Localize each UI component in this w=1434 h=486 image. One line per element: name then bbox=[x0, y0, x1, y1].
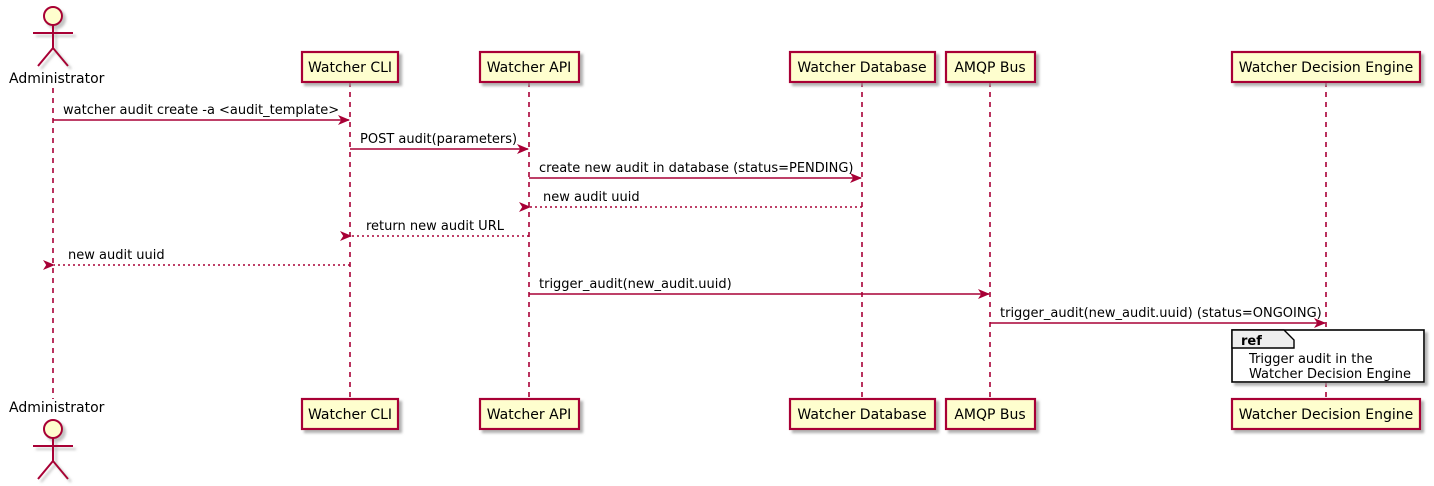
ref-fragment-body-line-1: Trigger audit in the bbox=[1248, 352, 1373, 367]
actor-label-administrator-bottom: Administrator bbox=[9, 400, 105, 416]
message-new-audit-uuid-admin[interactable]: new audit uuid bbox=[43, 248, 350, 270]
message-label-new-audit-uuid-admin: new audit uuid bbox=[68, 248, 165, 263]
ref-fragment-body-line-2: Watcher Decision Engine bbox=[1249, 367, 1411, 382]
message-return-new-audit-url[interactable]: return new audit URL bbox=[340, 219, 529, 241]
ref-fragment-trigger-audit[interactable]: ref Trigger audit in the Watcher Decisio… bbox=[1231, 329, 1425, 383]
participant-box-watcher-api-bottom[interactable]: Watcher API bbox=[478, 397, 581, 431]
participant-box-watcher-cli-bottom[interactable]: Watcher CLI bbox=[300, 397, 400, 431]
participant-rect-watcher-database-bottom bbox=[788, 397, 937, 431]
actor-stick-figure-icon-bottom bbox=[33, 419, 73, 480]
message-label-post-audit: POST audit(parameters) bbox=[360, 132, 517, 147]
message-label-trigger-audit-ongoing: trigger_audit(new_audit.uuid) (status=ON… bbox=[1000, 306, 1322, 321]
actor-administrator-bottom[interactable]: Administrator bbox=[9, 400, 105, 480]
participant-label-watcher-database-bottom: Watcher Database bbox=[797, 407, 926, 423]
participant-rect-watcher-database-top bbox=[788, 50, 937, 84]
message-post-audit[interactable]: POST audit(parameters) bbox=[350, 132, 529, 154]
participant-label-watcher-database-top: Watcher Database bbox=[797, 60, 926, 76]
participant-label-amqp-bus-top: AMQP Bus bbox=[954, 60, 1025, 76]
participant-rect-watcher-cli-bottom bbox=[300, 397, 400, 431]
participant-rect-amqp-bus-bottom bbox=[944, 397, 1037, 431]
messages-group: watcher audit create -a <audit_template>… bbox=[43, 103, 1326, 328]
participant-box-amqp-bus-top[interactable]: AMQP Bus bbox=[944, 50, 1037, 84]
message-new-audit-uuid-api[interactable]: new audit uuid bbox=[519, 190, 862, 212]
participant-rect-watcher-api-top bbox=[478, 50, 581, 84]
participant-box-watcher-database-bottom[interactable]: Watcher Database bbox=[788, 397, 937, 431]
participant-label-watcher-cli-bottom: Watcher CLI bbox=[308, 407, 392, 423]
participant-box-amqp-bus-bottom[interactable]: AMQP Bus bbox=[944, 397, 1037, 431]
participant-rect-watcher-api-bottom bbox=[478, 397, 581, 431]
participant-box-watcher-cli-top[interactable]: Watcher CLI bbox=[300, 50, 400, 84]
participant-rect-watcher-decision-engine-top bbox=[1230, 50, 1422, 84]
message-trigger-audit-ongoing[interactable]: trigger_audit(new_audit.uuid) (status=ON… bbox=[990, 306, 1326, 328]
participant-label-watcher-decision-engine-bottom: Watcher Decision Engine bbox=[1239, 407, 1413, 423]
participant-label-watcher-api-top: Watcher API bbox=[487, 60, 572, 76]
participant-label-amqp-bus-bottom: AMQP Bus bbox=[954, 407, 1025, 423]
ref-fragment-keyword-label: ref bbox=[1241, 334, 1262, 349]
message-create-new-audit[interactable]: create new audit in database (status=PEN… bbox=[529, 161, 862, 183]
participant-label-watcher-decision-engine-top: Watcher Decision Engine bbox=[1239, 60, 1413, 76]
participant-box-watcher-database-top[interactable]: Watcher Database bbox=[788, 50, 937, 84]
participant-rect-watcher-decision-engine-bottom bbox=[1230, 397, 1422, 431]
actor-label-administrator-top: Administrator bbox=[9, 71, 105, 87]
actor-administrator-top[interactable]: Administrator bbox=[9, 6, 105, 87]
participant-box-watcher-decision-engine-top[interactable]: Watcher Decision Engine bbox=[1230, 50, 1422, 84]
message-watcher-audit-create[interactable]: watcher audit create -a <audit_template> bbox=[53, 103, 350, 125]
participant-rect-watcher-cli-top bbox=[300, 50, 400, 84]
lifelines-group bbox=[52, 82, 1327, 399]
participant-box-watcher-decision-engine-bottom[interactable]: Watcher Decision Engine bbox=[1230, 397, 1422, 431]
message-label-trigger-audit: trigger_audit(new_audit.uuid) bbox=[539, 277, 732, 292]
message-label-create-new-audit: create new audit in database (status=PEN… bbox=[539, 161, 854, 176]
message-trigger-audit[interactable]: trigger_audit(new_audit.uuid) bbox=[529, 277, 990, 299]
message-label-return-new-audit-url: return new audit URL bbox=[366, 219, 505, 234]
message-label-watcher-audit-create: watcher audit create -a <audit_template> bbox=[63, 103, 339, 118]
participant-label-watcher-cli-top: Watcher CLI bbox=[308, 60, 392, 76]
participant-label-watcher-api-bottom: Watcher API bbox=[487, 407, 572, 423]
ref-fragment-tab-shape bbox=[1231, 329, 1295, 349]
participant-rect-amqp-bus-top bbox=[944, 50, 1037, 84]
participant-box-watcher-api-top[interactable]: Watcher API bbox=[478, 50, 581, 84]
actor-stick-figure-icon-top bbox=[33, 6, 73, 67]
message-label-new-audit-uuid-api: new audit uuid bbox=[543, 190, 640, 205]
